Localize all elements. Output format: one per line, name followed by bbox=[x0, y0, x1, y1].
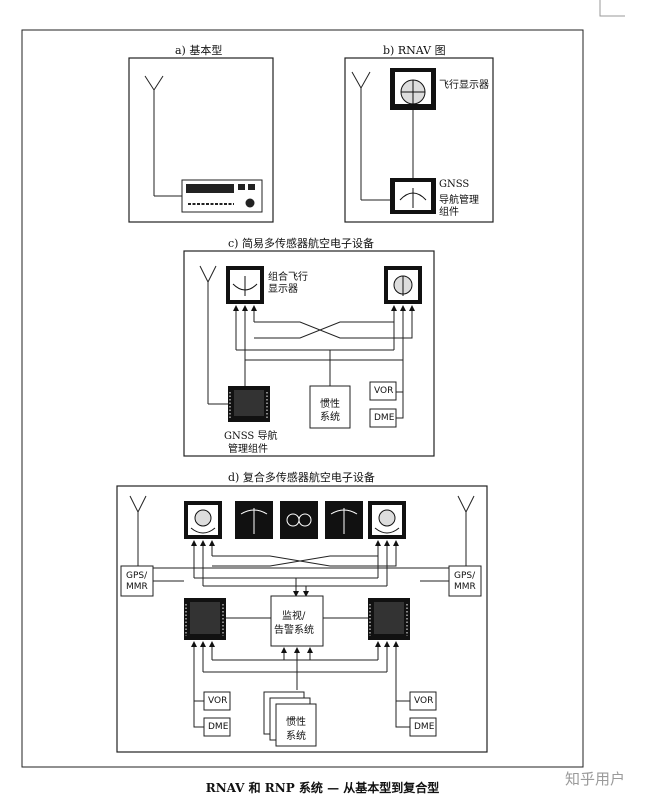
monitor-label-1: 监视/ bbox=[282, 611, 306, 622]
panel-c-display-label-1: 组合飞行 bbox=[268, 272, 308, 283]
panel-b-gnss-label-1: GNSS bbox=[439, 179, 470, 190]
display-1-icon bbox=[184, 501, 222, 539]
display-2-icon bbox=[235, 501, 273, 539]
panel-b bbox=[344, 57, 494, 223]
combined-display-right-icon bbox=[384, 266, 422, 304]
antenna-icon bbox=[144, 75, 164, 91]
panel-a-box bbox=[128, 57, 274, 223]
antenna-icon bbox=[457, 495, 475, 514]
vor-left: VOR bbox=[208, 696, 228, 706]
panel-d bbox=[116, 485, 488, 753]
panel-d-box bbox=[116, 485, 488, 753]
gps-left-2: MMR bbox=[126, 582, 148, 592]
gps-mmr-left-box bbox=[120, 565, 154, 597]
gnss-fms-icon bbox=[228, 386, 270, 422]
gps-right-2: MMR bbox=[454, 582, 476, 592]
panel-b-box bbox=[344, 57, 494, 223]
panel-c-display-label-2: 显示器 bbox=[268, 284, 298, 295]
panel-c-title: c) 简易多传感器航空电子设备 bbox=[228, 237, 374, 250]
display-3-icon bbox=[280, 501, 318, 539]
combined-display-left-icon bbox=[226, 266, 264, 304]
panel-b-title: b) RNAV 图 bbox=[383, 44, 446, 57]
dme-left: DME bbox=[208, 722, 229, 732]
monitor-label-2: 告警系统 bbox=[274, 625, 314, 636]
panel-d-title: d) 复合多传感器航空电子设备 bbox=[228, 471, 375, 484]
panel-a-title: a) 基本型 bbox=[175, 44, 223, 57]
watermark: 知乎用户 bbox=[564, 770, 625, 788]
vor-box bbox=[369, 381, 397, 401]
antenna-icon bbox=[199, 265, 217, 284]
monitor-alert-box bbox=[270, 595, 324, 647]
antenna-icon bbox=[351, 71, 371, 90]
panel-c-gnss-2: 管理组件 bbox=[228, 444, 268, 455]
panel-c-dme: DME bbox=[374, 413, 395, 423]
gps-mmr-right-box bbox=[448, 565, 482, 597]
panel-c-inertial-1: 惯性 bbox=[320, 399, 340, 410]
panel-c-vor: VOR bbox=[374, 386, 394, 396]
display-4-icon bbox=[325, 501, 363, 539]
panel-b-gnss-label-2: 导航管理 bbox=[439, 195, 479, 206]
panel-a bbox=[128, 57, 274, 223]
nav-receiver-icon bbox=[181, 179, 263, 213]
inertial-d-1: 惯性 bbox=[286, 717, 306, 728]
flight-display-icon bbox=[390, 68, 436, 110]
dme-box bbox=[369, 408, 397, 428]
panel-b-gnss-label-3: 组件 bbox=[439, 207, 459, 218]
gnss-unit-icon bbox=[390, 178, 436, 214]
panel-c-gnss-1: GNSS 导航 bbox=[224, 431, 278, 442]
dme-right: DME bbox=[414, 722, 435, 732]
fms-right-icon bbox=[368, 598, 410, 640]
fms-left-icon bbox=[184, 598, 226, 640]
inertial-stack-box bbox=[275, 703, 317, 747]
gps-left-1: GPS/ bbox=[126, 571, 148, 581]
inertial-d-2: 系统 bbox=[286, 731, 306, 742]
vor-right: VOR bbox=[414, 696, 434, 706]
antenna-icon bbox=[129, 495, 147, 514]
figure-caption: RNAV 和 RNP 系统 — 从基本型到复合型 bbox=[205, 781, 440, 795]
gps-right-1: GPS/ bbox=[454, 571, 476, 581]
panel-b-display-label: 飞行显示器 bbox=[439, 80, 489, 91]
display-5-icon bbox=[368, 501, 406, 539]
outer-frame bbox=[21, 29, 584, 768]
panel-c bbox=[183, 250, 435, 457]
panel-c-box bbox=[183, 250, 435, 457]
panel-c-inertial-2: 系统 bbox=[320, 412, 340, 423]
inertial-box bbox=[309, 385, 351, 429]
